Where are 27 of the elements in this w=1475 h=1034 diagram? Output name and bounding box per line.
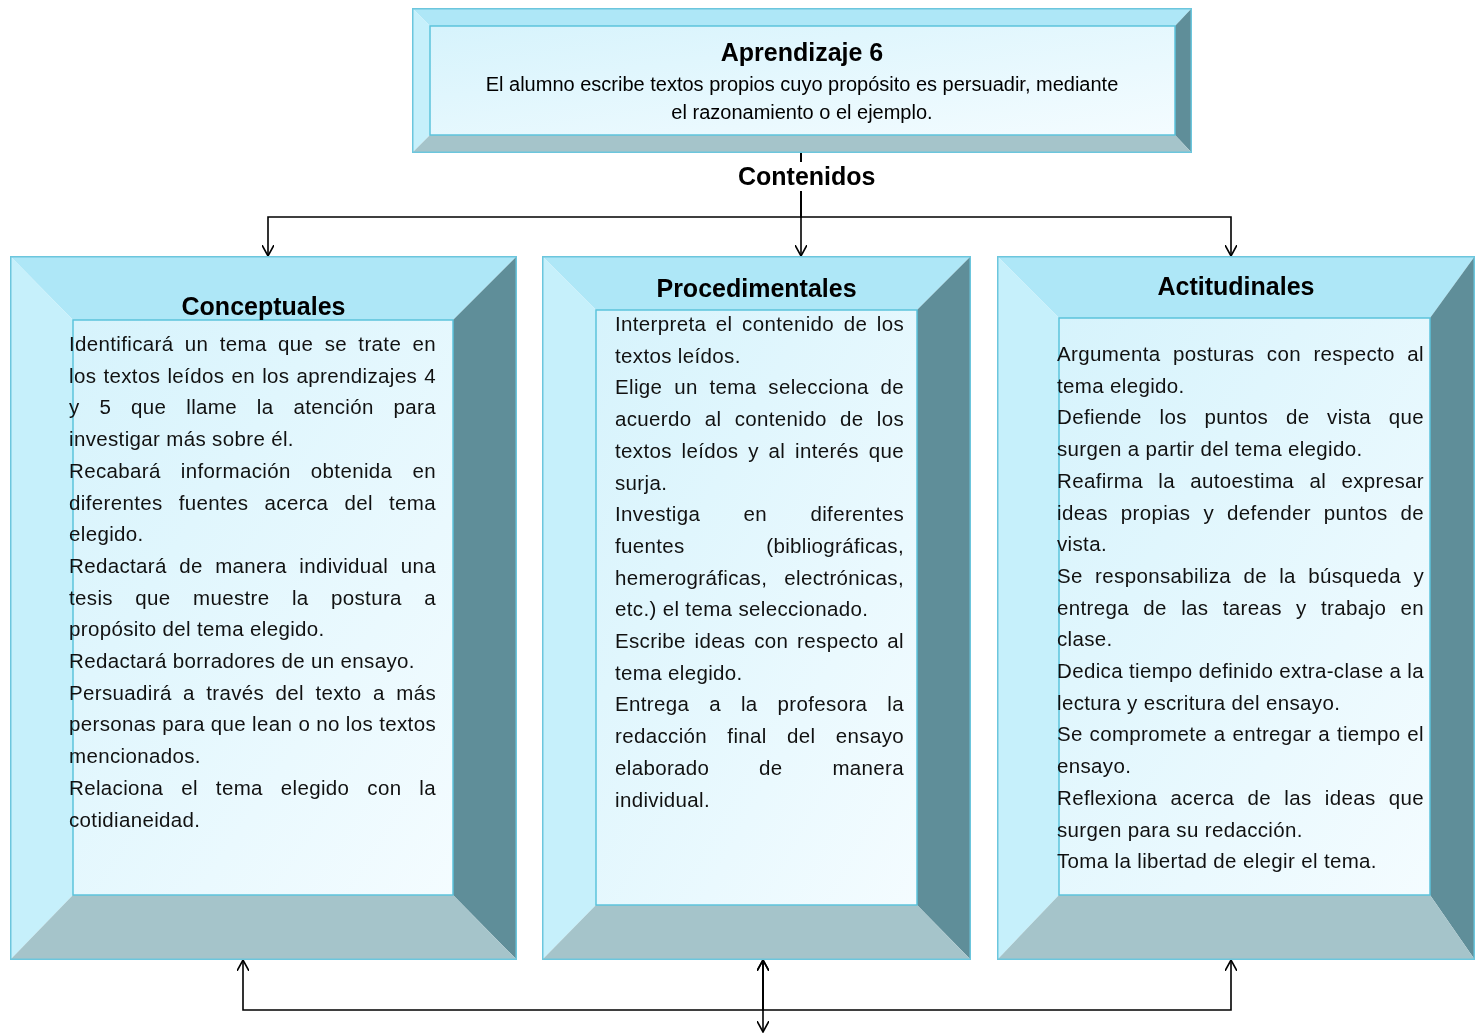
- description: El alumno escribe textos propios cuyo propósito es persuadir, mediante el razonamiento o el ejemplo.: [484, 72, 1120, 125]
- heading: Aprendizaje 6: [719, 38, 885, 67]
- content-item: Argumenta posturas con respecto al tema elegido.: [1057, 341, 1424, 399]
- content-item: Redactará borradores de un ensayo.: [69, 648, 416, 675]
- content-item: Defiende los puntos de vista que surgen a partir del tema elegido.: [1057, 404, 1424, 463]
- content-item: Redactará de manera individual una tesis que muestre la postura a propósito del tema elegido.: [69, 552, 436, 643]
- connector-arrow: [800, 152, 1238, 257]
- content-item: Persuadirá a través del texto a más personas para que lean o no los textos mencionados.: [69, 679, 436, 770]
- content-item: Investiga en diferentes fuentes (bibliográficas, hemerográficas, electrónicas, etc.) el tema seleccionado.: [615, 501, 904, 623]
- content-item: Relaciona el tema elegido con la cotidianeidad.: [69, 774, 436, 833]
- content-item: Entrega a la profesora la redacción final del ensayo elaborado de manera individual.: [615, 691, 904, 813]
- content-item: Interpreta el contenido de los textos leídos.: [615, 311, 904, 369]
- content-item: Escribe ideas con respecto al tema elegido.: [615, 628, 904, 686]
- content-item: Recabará información obtenida en diferentes fuentes acerca del tema elegido.: [69, 457, 436, 548]
- content-item: Se responsabiliza de la búsqueda y entrega de las tareas y trabajo en clase.: [1057, 562, 1424, 653]
- content-item: Se compromete a entregar a tiempo el ensayo.: [1057, 721, 1424, 780]
- content-item: Reflexiona acerca de las ideas que surgen para su redacción.: [1057, 784, 1424, 843]
- connector-arrow: [756, 959, 1238, 1011]
- content-item: Toma la libertad de elegir el tema.: [1057, 848, 1378, 875]
- section-label: Contenidos: [736, 162, 878, 191]
- heading: Actitudinales: [1156, 272, 1316, 301]
- content-item: Elige un tema selecciona de acuerdo al contenido de los textos leídos y al interés que surja.: [615, 374, 904, 496]
- content-item: Reafirma la autoestima al expresar ideas propias y defender puntos de vista.: [1057, 467, 1424, 558]
- heading: Conceptuales: [180, 292, 347, 321]
- heading: Procedimentales: [655, 274, 858, 303]
- content-item: Identificará un tema que se trate en los textos leídos en los aprendizajes 4 y 5 que llame la atención para investigar más sobre él.: [69, 331, 436, 453]
- content-item: Dedica tiempo definido extra-clase a la lectura y escritura del ensayo.: [1057, 658, 1424, 716]
